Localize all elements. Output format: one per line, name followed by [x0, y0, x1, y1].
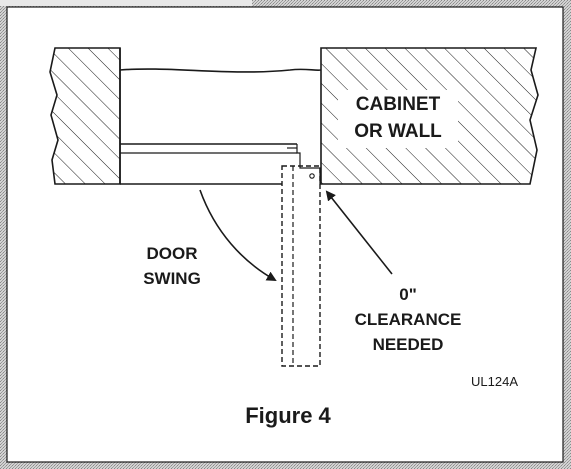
- open-door-outline: [281, 165, 321, 367]
- clearance-pointer-arrow: [325, 190, 393, 275]
- hinge-pin: [309, 173, 315, 179]
- door-swing-label-line2: SWING: [143, 269, 201, 288]
- door-swing-arrow: [199, 189, 277, 281]
- part-code: UL124A: [471, 374, 518, 389]
- appliance-body: [119, 48, 322, 185]
- left-cabinet-section: [49, 47, 121, 185]
- door-swing-label-line1: DOOR: [147, 244, 198, 263]
- clearance-label-line1: 0": [399, 285, 417, 304]
- right-cabinet-section: CABINET OR WALL: [320, 47, 539, 185]
- figure-caption: Figure 4: [245, 403, 331, 428]
- cabinet-label-line1: CABINET: [356, 94, 441, 115]
- clearance-label-line2: CLEARANCE: [355, 310, 462, 329]
- clearance-label-line3: NEEDED: [373, 335, 444, 354]
- cabinet-label-line2: OR WALL: [354, 121, 442, 142]
